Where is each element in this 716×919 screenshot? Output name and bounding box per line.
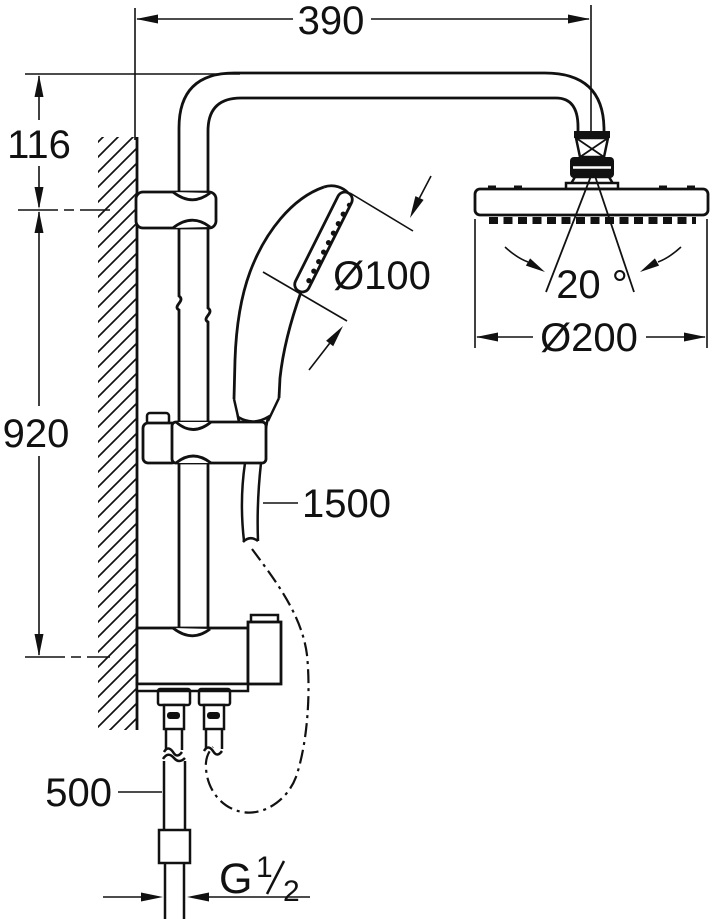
- dimension-hose-length: 1500: [263, 482, 391, 526]
- arrowhead-angle-left: [525, 258, 545, 272]
- arrowhead-lower: [326, 326, 343, 347]
- pipe-break-left: [162, 747, 184, 757]
- slider-body: [170, 420, 268, 465]
- wall-hatch: [98, 137, 137, 730]
- cylinder-band-right: [207, 712, 220, 719]
- slider-holder: [141, 411, 268, 465]
- hand-shower: [232, 184, 354, 434]
- arrowhead-right: [684, 332, 706, 342]
- dimension-thread: G 1 2: [103, 851, 310, 908]
- outlet-block: [246, 620, 283, 686]
- arrowhead-down: [34, 634, 44, 656]
- hand-shower-face: [293, 190, 354, 294]
- extension-line-face-bottom: [262, 271, 348, 322]
- head-shower-disc: [473, 187, 710, 217]
- dimension-920: 920: [3, 211, 110, 658]
- supply-pipe-break: [161, 753, 186, 763]
- pipe-knurled-nut: [157, 828, 192, 865]
- valve-rail-dip: [172, 626, 211, 638]
- bracket-rail-dip-bottom: [172, 218, 211, 230]
- slider-rail-dip-top: [175, 420, 212, 431]
- dimension-390: 390: [134, 0, 590, 140]
- cylinder-band-left: [167, 712, 180, 719]
- wall-section: [98, 137, 139, 730]
- dim-pipe-length-label: 500: [45, 771, 112, 815]
- dim-head-angle-label: 20 °: [556, 263, 628, 307]
- thread-denominator-label: 2: [283, 875, 300, 908]
- head-shower: [473, 185, 710, 224]
- bottom-supply-pipe: [157, 753, 192, 919]
- supply-pipe-right-stub: [204, 729, 224, 749]
- supply-pipe-upper: [162, 761, 187, 830]
- extension-line-face-top: [349, 192, 414, 232]
- hand-shower-handle-outer: [232, 185, 325, 400]
- disc-top-nub: [514, 185, 522, 189]
- bracket-rail-dip-top: [172, 190, 211, 202]
- thread-fraction-slash: [265, 860, 286, 895]
- shower-rail-and-top-pipe: [175, 71, 606, 628]
- arrowhead-upper: [410, 196, 424, 218]
- pipe-inner-line: [204, 96, 580, 628]
- top-wall-bracket: [134, 190, 218, 230]
- arrowhead-right: [141, 892, 163, 902]
- union-cone-cross: [575, 137, 609, 158]
- thread-base-label: G: [219, 855, 252, 903]
- dimension-hand-diameter: Ø100: [262, 175, 432, 371]
- dim-hand-diameter-label: Ø100: [333, 254, 431, 298]
- supply-pipe-left-stub: [164, 729, 184, 750]
- angle-line-left: [545, 175, 592, 293]
- dimension-pipe-length: 500: [45, 771, 162, 815]
- arrowhead-left: [476, 332, 498, 342]
- hand-shower-spray-dots: [306, 202, 352, 284]
- supply-pipe-lower: [163, 863, 186, 919]
- arrowhead-left: [187, 892, 209, 902]
- dimension-head-diameter: Ø200: [474, 219, 708, 360]
- dim-rail-height-label: 920: [3, 412, 70, 456]
- head-shower-joint: [564, 131, 620, 191]
- arrowhead-left: [136, 14, 158, 24]
- hose-left-line: [240, 462, 247, 542]
- disc-top-nub: [488, 185, 496, 189]
- disc-top-nub: [659, 185, 667, 189]
- valve-flange: [135, 682, 250, 693]
- hose-right-line: [256, 462, 263, 542]
- dim-hose-length-label: 1500: [302, 482, 391, 526]
- dim-top-width-label: 390: [298, 0, 365, 43]
- disc-top-nub: [687, 185, 695, 189]
- hose-phantom-loop: [204, 548, 310, 814]
- hand-shower-handle-inner: [277, 291, 303, 399]
- valve-assembly: [135, 613, 283, 757]
- dim-head-diameter-label: Ø200: [540, 316, 638, 360]
- shower-hose: [204, 462, 310, 814]
- dim-top-offset-label: 116: [7, 123, 71, 167]
- dimension-116: 116: [7, 73, 240, 211]
- arrowhead-up: [34, 75, 44, 97]
- arrowhead-up: [34, 211, 44, 233]
- bracket-body: [134, 190, 218, 230]
- dimension-head-angle: 20 °: [504, 175, 682, 307]
- union-nut-band: [574, 131, 610, 138]
- hose-break: [242, 537, 259, 543]
- slider-rail-dip-bottom: [175, 454, 212, 465]
- pipe-break-right: [202, 746, 224, 756]
- thread-numerator-label: 1: [256, 851, 273, 884]
- arrowhead-down: [34, 187, 44, 209]
- arrowhead-angle-right: [640, 258, 660, 272]
- arrowhead-right: [568, 14, 590, 24]
- pipe-outer-line: [175, 71, 606, 628]
- angle-line-right: [594, 175, 635, 293]
